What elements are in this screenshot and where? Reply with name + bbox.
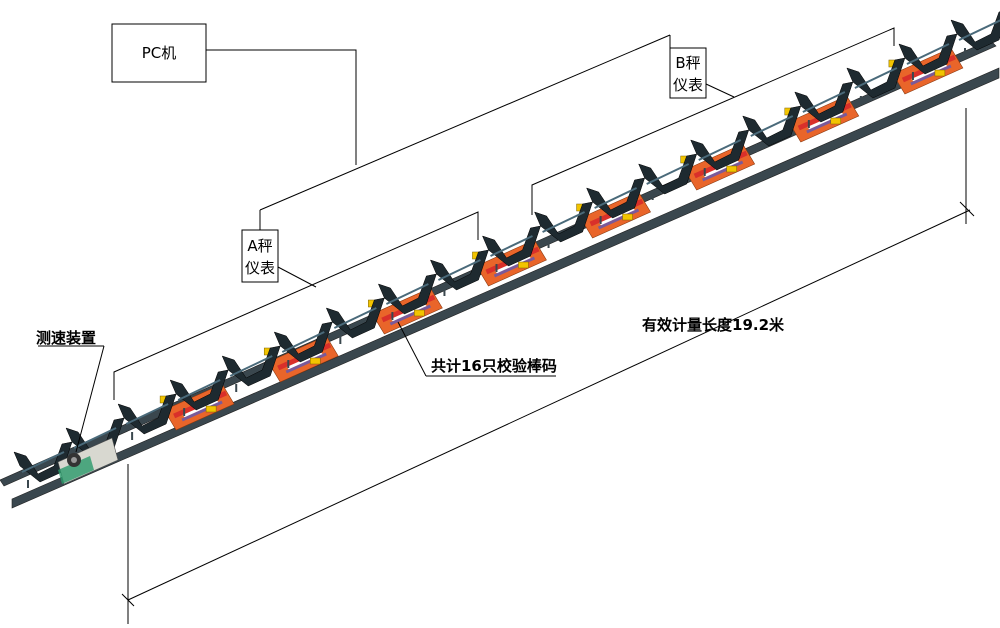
wire-b-section	[531, 27, 895, 215]
idler-base	[438, 259, 481, 281]
idler-base	[750, 115, 794, 137]
scale-b-label-1: B秤	[675, 54, 700, 72]
calibration-bar-shadow	[285, 352, 327, 374]
idler-base	[125, 403, 169, 425]
idler	[325, 297, 385, 339]
idler	[846, 57, 906, 99]
idler-base	[802, 91, 846, 113]
idler	[273, 321, 333, 363]
wire-bus	[259, 34, 671, 211]
calibration-bar-shadow	[702, 160, 744, 182]
calibration-weight	[205, 405, 217, 413]
speed-sensor-label: 测速装置	[36, 329, 96, 347]
wire-pc	[206, 49, 357, 165]
idler	[482, 225, 541, 267]
idler-base	[281, 331, 325, 353]
calibration-weight	[830, 117, 842, 125]
wire-b-scale	[705, 83, 735, 98]
scale-b-label-2: 仪表	[673, 76, 703, 94]
idler-base	[177, 379, 221, 401]
scale-a-label-2: 仪表	[245, 259, 275, 277]
calibration-weight	[934, 69, 946, 77]
idler	[429, 249, 489, 291]
pc-label: PC机	[142, 44, 177, 62]
effective-length-label: 有效计量长度19.2米	[642, 316, 785, 334]
calibration-weights-annotation: 共计16只校验棒码	[397, 321, 557, 377]
idler-base	[542, 211, 585, 233]
calibration-bar-shadow	[597, 208, 640, 230]
calibration-weight	[414, 309, 425, 317]
idler-base	[698, 139, 742, 161]
idler	[794, 81, 854, 123]
idler-base	[333, 307, 377, 329]
idler	[534, 201, 593, 243]
calibration-bar-shadow	[389, 304, 431, 326]
wire-a-section	[113, 211, 479, 400]
idler	[742, 105, 802, 147]
scale-a-label-1: A秤	[247, 237, 272, 255]
pc-box: PC机	[111, 23, 207, 83]
idler-base	[646, 163, 690, 185]
idler	[377, 273, 437, 315]
idler	[13, 441, 73, 483]
wire-a-scale	[277, 266, 317, 288]
scale-b-meter-box: B秤 仪表	[669, 47, 707, 99]
speed-sensor-device	[57, 437, 119, 485]
idler	[690, 129, 750, 171]
idler-base	[906, 43, 950, 65]
calibration-weight	[518, 261, 529, 269]
idler-base	[958, 19, 1000, 41]
calibration-bar-shadow	[181, 400, 223, 422]
idler	[898, 33, 958, 75]
idler-base	[854, 67, 898, 89]
idler	[169, 369, 229, 411]
calibration-bar-shadow	[806, 112, 848, 134]
idler-base	[490, 235, 533, 257]
idler	[950, 11, 1000, 51]
calibration-bar-shadow	[493, 256, 536, 278]
calibration-bar-shadow	[910, 64, 952, 86]
calibration-weights-label: 共计16只校验棒码	[431, 357, 557, 375]
calibration-weight	[309, 357, 321, 365]
conveyor-rail-front	[11, 67, 1000, 509]
idler-stations	[13, 11, 1000, 488]
effective-length-dimension: 有效计量长度19.2米	[121, 108, 975, 624]
speed-sensor-annotation: 测速装置	[36, 329, 105, 453]
idler-base	[385, 283, 429, 305]
idler-base	[229, 355, 273, 377]
scale-a-meter-box: A秤 仪表	[241, 229, 279, 283]
calibration-weight	[622, 213, 633, 221]
wiring	[113, 27, 895, 400]
idler-base	[73, 427, 117, 449]
idler	[638, 153, 698, 195]
idler	[117, 393, 177, 435]
idler	[221, 345, 281, 387]
idler-base	[21, 451, 65, 473]
calibration-weight	[726, 165, 737, 173]
idler-base	[594, 187, 638, 209]
idler	[586, 177, 645, 219]
